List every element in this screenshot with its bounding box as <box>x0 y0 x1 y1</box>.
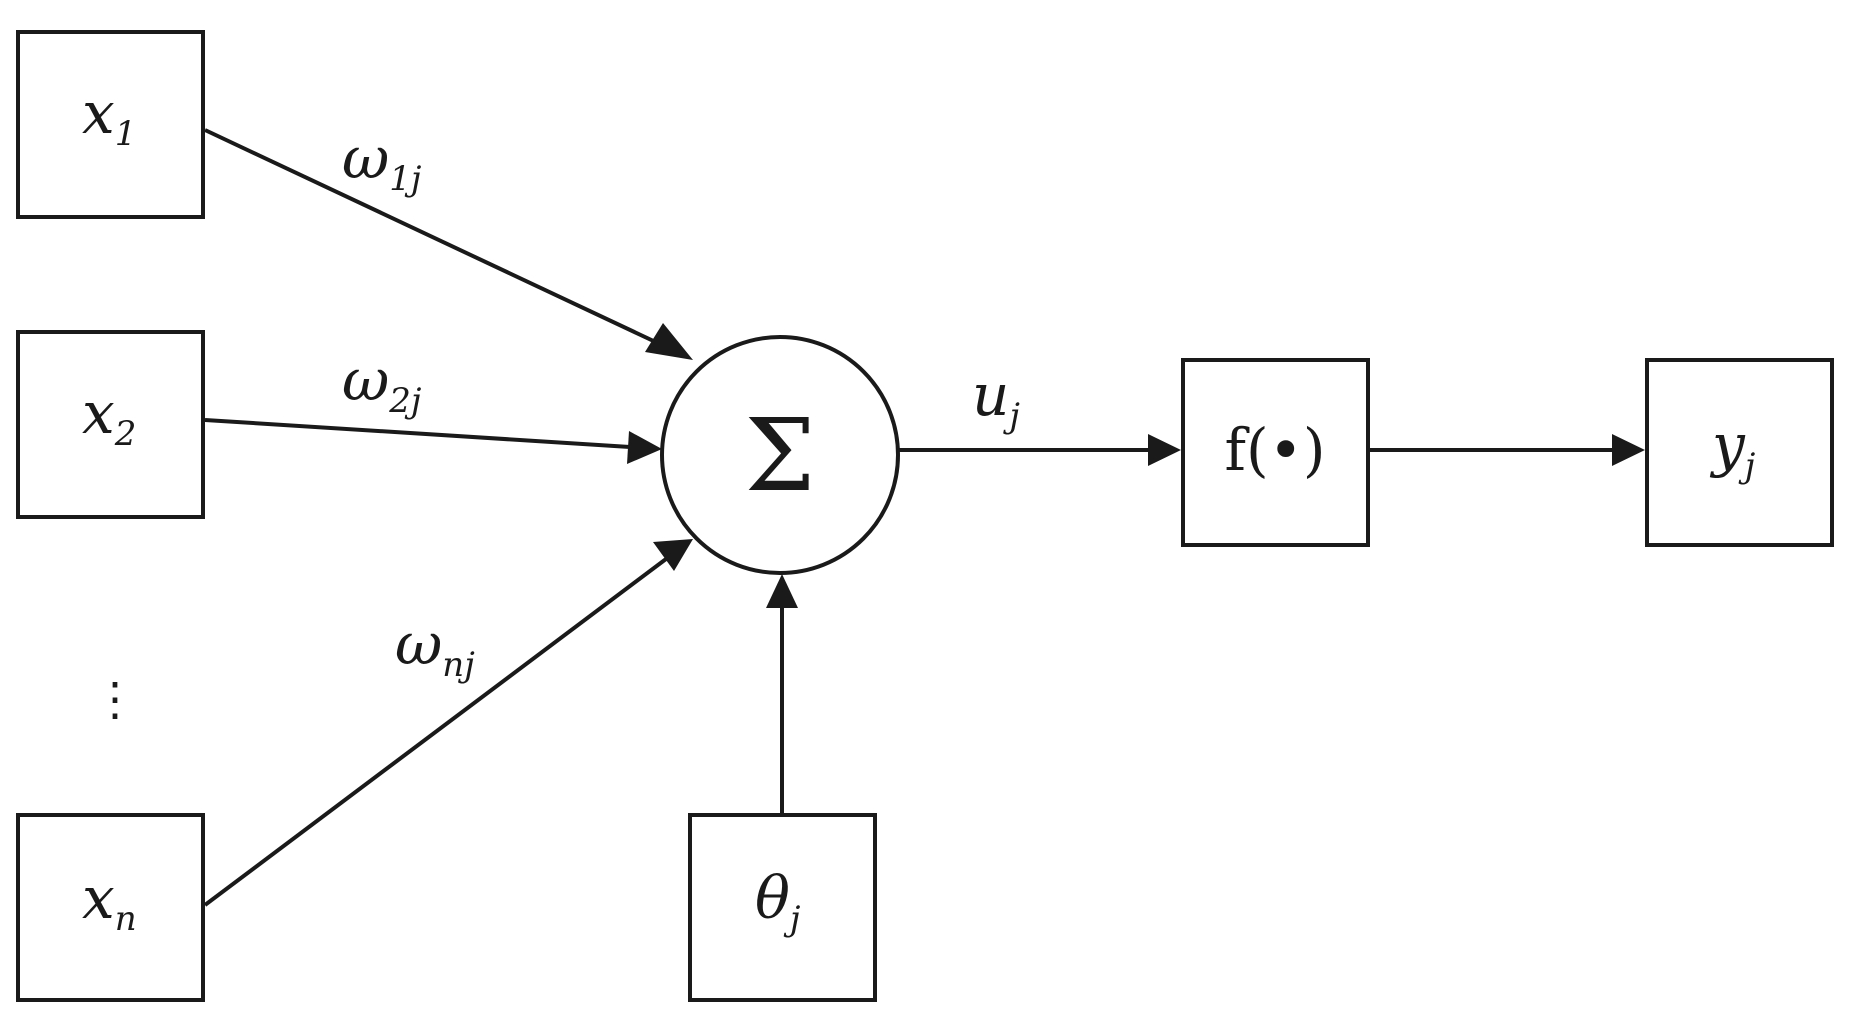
label-output: yj <box>1709 411 1756 486</box>
label-x2: x2 <box>82 379 136 454</box>
edge-x1-to-sum <box>204 128 663 347</box>
edge-x2-to-sum <box>204 418 631 449</box>
arrowhead-output <box>1612 434 1645 466</box>
arrowhead-x2 <box>627 431 662 464</box>
ellipsis-vertical: ⋮ <box>92 672 138 726</box>
input-box-xn <box>16 813 205 1002</box>
input-box-x1 <box>16 30 205 219</box>
summation-symbol: Σ <box>745 397 816 514</box>
label-threshold: θj <box>755 864 801 939</box>
label-activation: f(•) <box>1225 416 1326 484</box>
input-box-x2 <box>16 330 205 519</box>
arrowhead-xn <box>653 539 693 571</box>
label-net-input: uj <box>972 361 1020 436</box>
arrowhead-threshold <box>766 574 798 608</box>
label-weight-2j: ω2j <box>342 346 422 421</box>
label-x1: x1 <box>82 79 136 154</box>
label-weight-nj: ωnj <box>395 610 475 685</box>
arrowhead-activation <box>1148 434 1181 466</box>
label-xn: xn <box>82 864 137 939</box>
threshold-box <box>688 813 877 1002</box>
arrowhead-x1 <box>645 323 693 360</box>
output-box <box>1645 358 1834 547</box>
summation-node <box>660 335 900 575</box>
edge-xn-to-sum <box>203 557 668 907</box>
label-weight-1j: ω1j <box>342 124 422 199</box>
activation-box <box>1181 358 1370 547</box>
